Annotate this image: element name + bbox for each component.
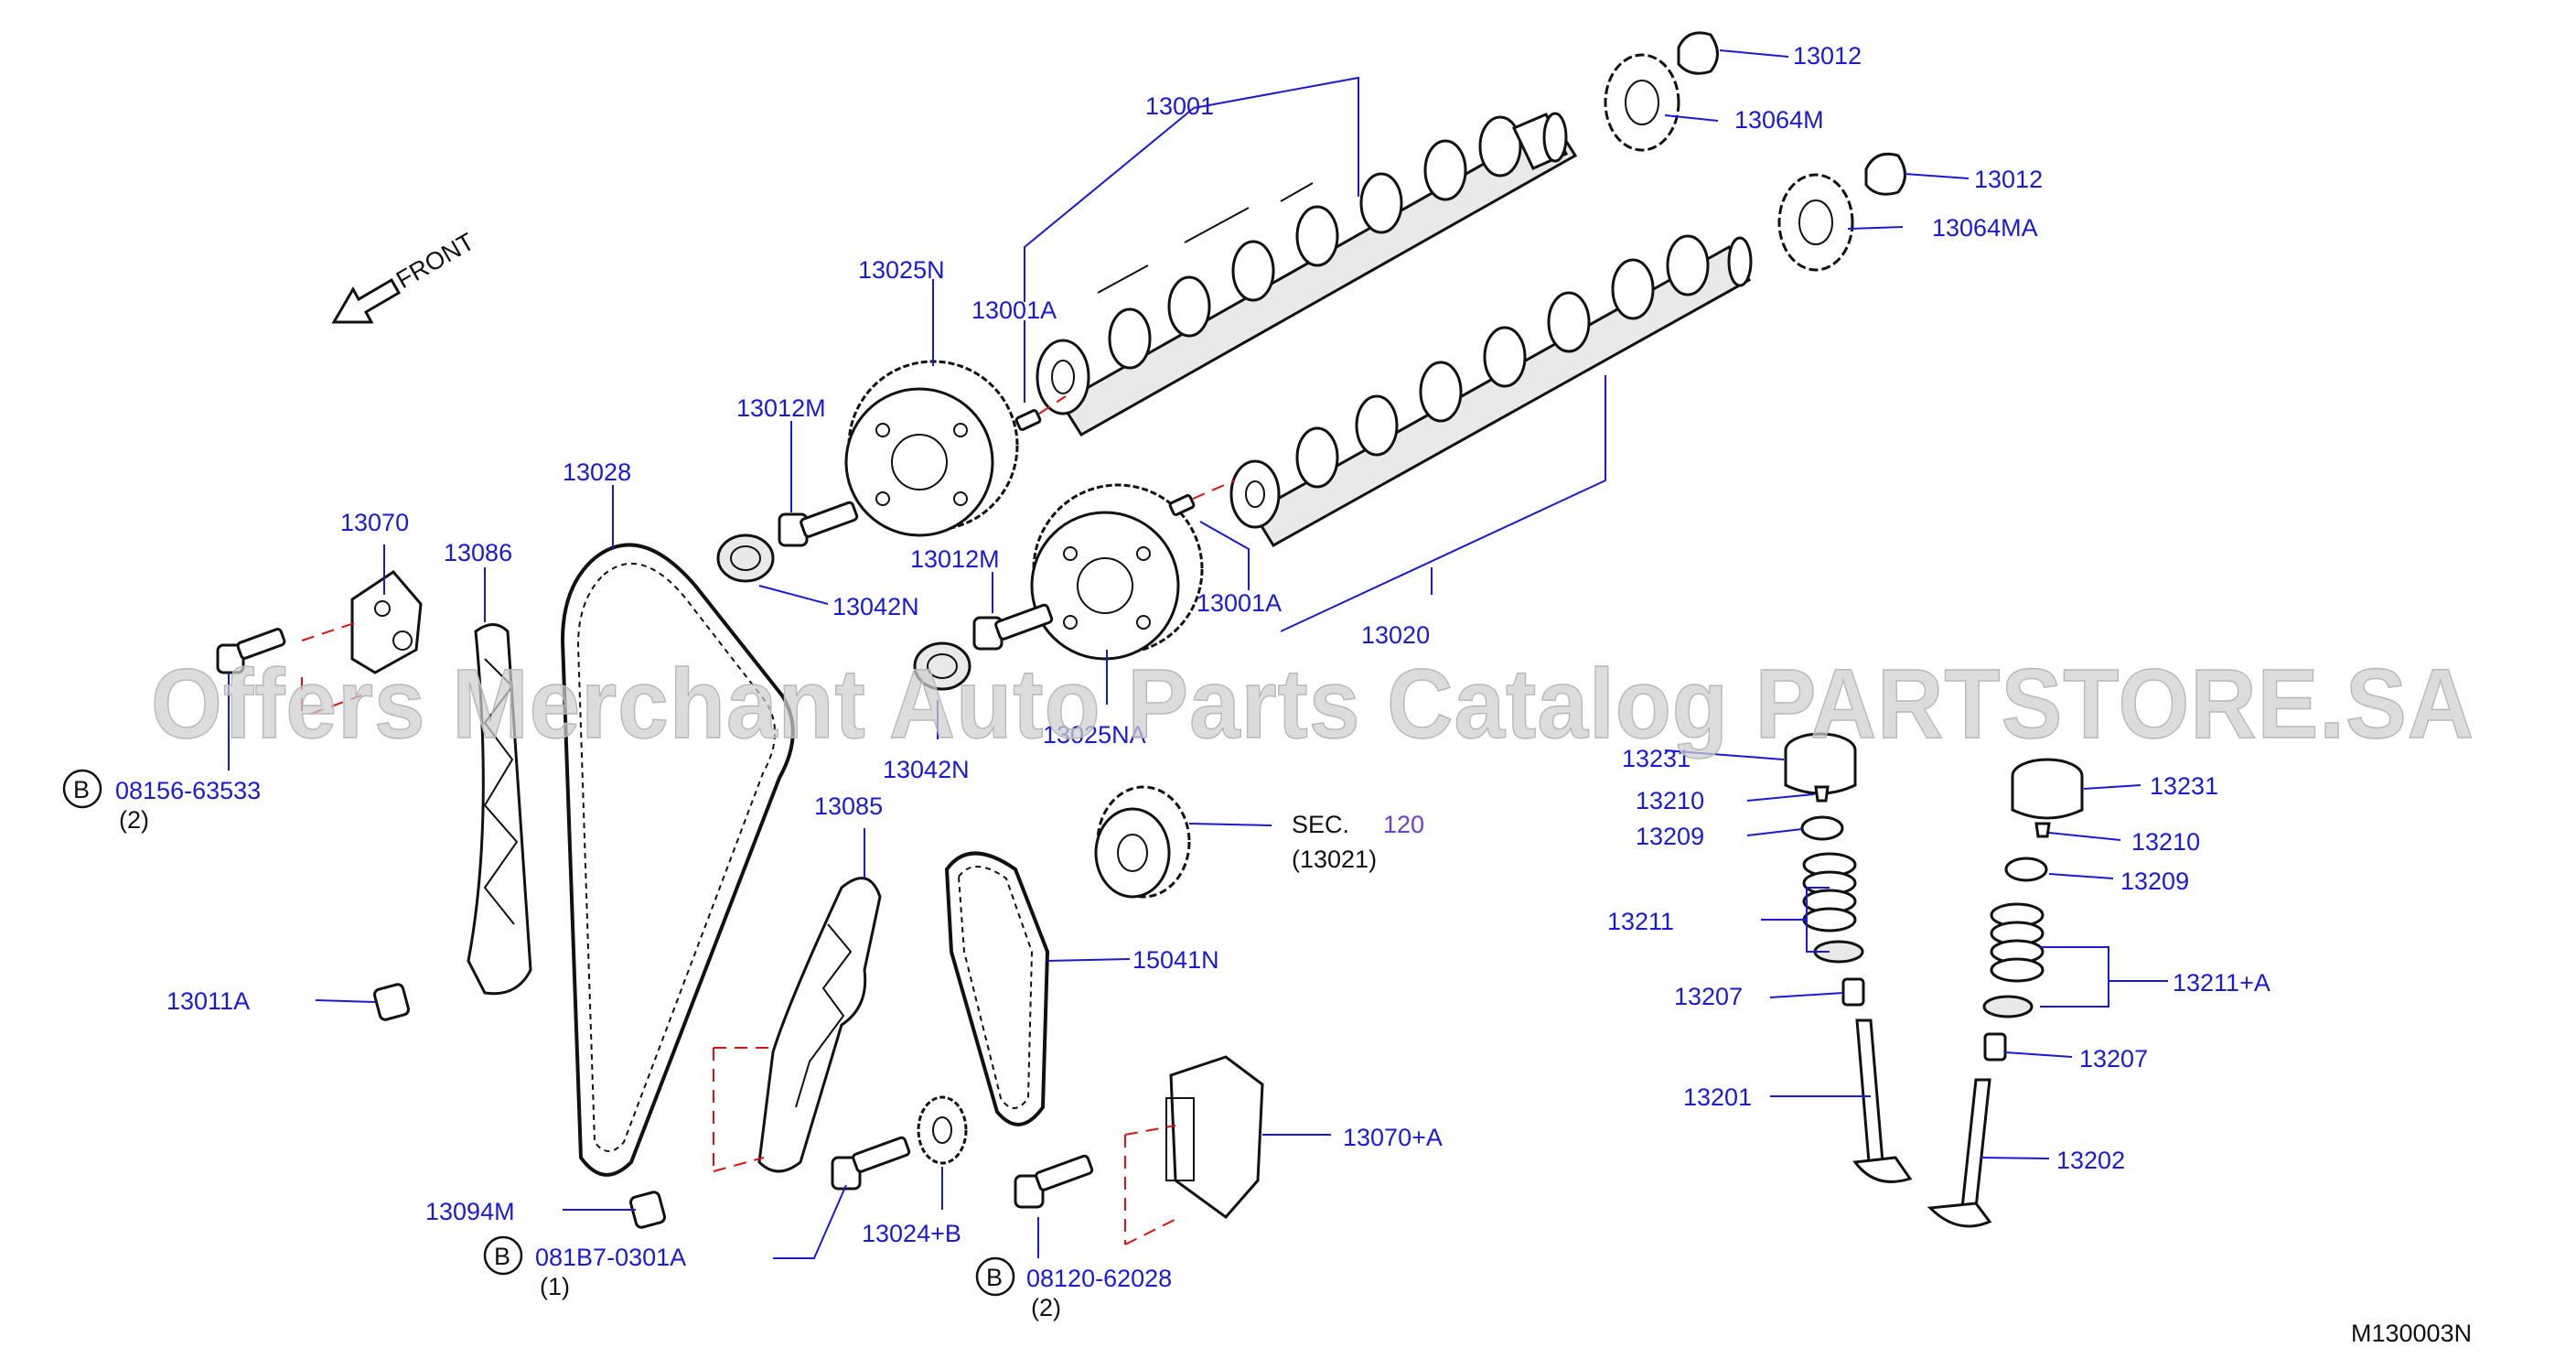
camshaft-13020[interactable] bbox=[1229, 234, 1753, 548]
seal-13207-right[interactable] bbox=[1983, 1032, 2007, 1062]
label-13011A[interactable]: 13011A bbox=[166, 987, 250, 1015]
pivot-bolt-13011A[interactable] bbox=[372, 983, 411, 1021]
dowel-pin-13001A-top[interactable] bbox=[1014, 409, 1042, 431]
label-13070A[interactable]: 13070+A bbox=[1343, 1124, 1443, 1151]
label-13064M[interactable]: 13064M bbox=[1734, 106, 1824, 134]
label-13201[interactable]: 13201 bbox=[1683, 1083, 1752, 1111]
label-13231-left[interactable]: 13231 bbox=[1622, 745, 1690, 772]
sensor-plate-13064M[interactable] bbox=[1604, 53, 1680, 152]
part-labels: 13001 13012 13064M 13012 13064MA 13025N … bbox=[115, 42, 2270, 1321]
lifter-13231-right[interactable] bbox=[2011, 758, 2084, 820]
retainer-13209-left[interactable] bbox=[1800, 815, 1844, 841]
svg-text:B: B bbox=[73, 776, 90, 803]
spring-13211-left[interactable] bbox=[1802, 852, 1864, 964]
diagram-id: M130003N bbox=[2351, 1320, 2472, 1347]
label-sec-120[interactable]: 120 bbox=[1383, 811, 1424, 838]
label-13001A-top[interactable]: 13001A bbox=[971, 296, 1057, 324]
label-sec: SEC. bbox=[1292, 811, 1349, 838]
valve-set-left bbox=[1784, 732, 1913, 1183]
seal-13042N-top[interactable] bbox=[716, 534, 775, 583]
label-13012-top[interactable]: 13012 bbox=[1793, 42, 1862, 70]
label-13042N-b[interactable]: 13042N bbox=[883, 756, 970, 783]
label-13086[interactable]: 13086 bbox=[444, 539, 512, 566]
label-13064MA[interactable]: 13064MA bbox=[1932, 214, 2038, 242]
cap-13012-b[interactable] bbox=[1864, 152, 1906, 196]
label-081B7-0301A[interactable]: 081B7-0301A bbox=[535, 1244, 686, 1271]
vvt-sprocket-13025NA[interactable] bbox=[1030, 483, 1204, 661]
label-13202[interactable]: 13202 bbox=[2056, 1147, 2125, 1174]
bolt-13012M-top[interactable] bbox=[778, 501, 859, 547]
retainer-13209-right[interactable] bbox=[2004, 857, 2048, 882]
vvt-sprocket-13025N[interactable] bbox=[844, 360, 1019, 537]
label-qty-081B7: (1) bbox=[540, 1273, 570, 1300]
cap-13012-top[interactable] bbox=[1677, 31, 1719, 75]
label-13012M-top[interactable]: 13012M bbox=[736, 394, 826, 422]
seal-13207-left[interactable] bbox=[1841, 977, 1865, 1007]
label-13020[interactable]: 13020 bbox=[1361, 621, 1430, 649]
label-08120-62028[interactable]: 08120-62028 bbox=[1026, 1265, 1172, 1292]
dowel-pin-13001A-b[interactable] bbox=[1168, 494, 1196, 516]
label-13085[interactable]: 13085 bbox=[814, 792, 883, 820]
label-13209-left[interactable]: 13209 bbox=[1636, 823, 1704, 850]
gear-13024B[interactable] bbox=[917, 1095, 968, 1165]
bolt-13012M-b[interactable] bbox=[972, 603, 1054, 651]
label-13025N[interactable]: 13025N bbox=[858, 256, 945, 284]
spring-13211A-right[interactable] bbox=[1982, 902, 2045, 1018]
front-arrow-icon bbox=[331, 277, 402, 324]
sensor-plate-13064MA[interactable] bbox=[1777, 173, 1854, 272]
tensioner-13070[interactable] bbox=[350, 570, 423, 674]
bolt-marker-08156: B bbox=[62, 769, 102, 809]
label-13210-left[interactable]: 13210 bbox=[1636, 787, 1704, 814]
label-13207-left[interactable]: 13207 bbox=[1674, 983, 1743, 1010]
tensioner-13070A[interactable] bbox=[1165, 1055, 1264, 1220]
label-13211A[interactable]: 13211+A bbox=[2173, 969, 2270, 997]
label-13207-right[interactable]: 13207 bbox=[2079, 1045, 2148, 1072]
label-13028[interactable]: 13028 bbox=[563, 458, 631, 486]
valve-13201[interactable] bbox=[1852, 1018, 1913, 1183]
watermark: Offers Merchant Auto Parts Catalog PARTS… bbox=[151, 648, 2474, 759]
bolt-08156[interactable] bbox=[216, 628, 286, 674]
bolt-marker-08120: B bbox=[975, 1256, 1015, 1297]
bolt-081B7[interactable] bbox=[831, 1136, 911, 1191]
valve-set-right bbox=[1927, 758, 2084, 1228]
label-qty-08120: (2) bbox=[1031, 1294, 1061, 1321]
crank-sprocket-sec120[interactable] bbox=[1094, 785, 1191, 899]
chain-guide-13086[interactable] bbox=[467, 623, 532, 996]
leader-lines bbox=[228, 49, 2168, 1259]
label-13210-right[interactable]: 13210 bbox=[2131, 828, 2200, 856]
timing-chain-13028[interactable] bbox=[560, 543, 795, 1177]
svg-text:B: B bbox=[986, 1264, 1003, 1291]
label-13209-right[interactable]: 13209 bbox=[2120, 868, 2189, 895]
bolt-marker-081B7: B bbox=[483, 1235, 523, 1276]
lifter-13231-left[interactable] bbox=[1784, 732, 1857, 795]
pivot-bolt-13094M[interactable] bbox=[628, 1191, 667, 1229]
label-13231-right[interactable]: 13231 bbox=[2150, 772, 2218, 800]
chain-guide-13085[interactable] bbox=[757, 877, 882, 1173]
label-15041N[interactable]: 15041N bbox=[1132, 946, 1219, 974]
label-13012-b[interactable]: 13012 bbox=[1974, 166, 2043, 193]
label-13001A-b[interactable]: 13001A bbox=[1197, 589, 1282, 617]
label-08156-63533[interactable]: 08156-63533 bbox=[115, 777, 261, 804]
seal-13042N-b[interactable] bbox=[913, 641, 971, 691]
label-13211[interactable]: 13211 bbox=[1607, 908, 1674, 935]
label-qty-08156: (2) bbox=[119, 806, 149, 834]
label-13025NA[interactable]: 13025NA bbox=[1043, 721, 1146, 749]
label-13012M-b[interactable]: 13012M bbox=[910, 545, 1000, 573]
label-13070[interactable]: 13070 bbox=[340, 509, 409, 536]
keeper-13210-left[interactable] bbox=[1814, 785, 1830, 803]
label-13001[interactable]: 13001 bbox=[1145, 92, 1214, 120]
bolt-08120[interactable] bbox=[1014, 1154, 1094, 1209]
valve-13202[interactable] bbox=[1927, 1078, 1992, 1228]
front-label: FRONT bbox=[392, 228, 479, 294]
label-13024B[interactable]: 13024+B bbox=[862, 1220, 961, 1247]
label-13094M[interactable]: 13094M bbox=[425, 1198, 515, 1225]
label-13042N-top[interactable]: 13042N bbox=[832, 593, 919, 620]
svg-text:B: B bbox=[494, 1243, 510, 1270]
label-sec-13021: (13021) bbox=[1292, 846, 1377, 873]
camshaft-13001[interactable] bbox=[1036, 112, 1578, 437]
timing-chain-15041N[interactable] bbox=[944, 851, 1050, 1126]
keeper-13210-right[interactable] bbox=[2034, 822, 2051, 838]
